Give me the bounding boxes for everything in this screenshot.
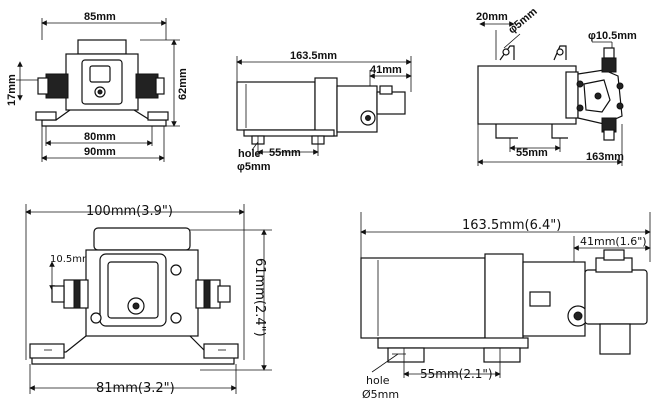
dim-length: 163.5mm xyxy=(290,50,337,62)
front-view-small: 85mm 17mm 62mm 80mm 90mm xyxy=(6,11,189,162)
dim-head-length-large: 41mm(1.6") xyxy=(580,235,647,248)
dim-mount-spacing-large: 55mm(2.1") xyxy=(420,367,493,381)
dim-port-offset: 10.5mm xyxy=(50,254,92,265)
label-hole: hole xyxy=(238,148,261,160)
dim-hole-diameter-large: Ø5mm xyxy=(362,388,399,401)
front-view-large: 100mm(3.9") 61mm(2.4") 10.5mm 81mm(3.2 xyxy=(25,204,272,396)
dim-head-length: 41mm xyxy=(370,64,402,76)
dim-hole-diameter: φ5mm xyxy=(237,161,271,173)
dim-mount-spacing-top: 55mm xyxy=(516,147,548,159)
dim-mount-spacing: 55mm xyxy=(269,147,301,159)
dim-length-large: 163.5mm(6.4") xyxy=(462,218,561,233)
dim-offset-left: 17mm xyxy=(6,74,18,106)
dim-base-width: 90mm xyxy=(84,146,116,158)
side-view-small: 163.5mm 41mm 55mm hole φ5mm xyxy=(236,50,412,173)
dim-mount-span: 80mm xyxy=(84,131,116,143)
side-view-large: 163.5mm(6.4") 41mm(1.6") 55mm(2.1") hole… xyxy=(360,212,651,401)
dim-port-diameter: φ10.5mm xyxy=(588,30,637,42)
dim-offset: 20mm xyxy=(476,11,508,23)
dim-base-width-large: 81mm(3.2") xyxy=(96,381,175,396)
dim-width-overall: 85mm xyxy=(84,11,116,23)
dim-hole-diameter-top: φ5mm xyxy=(506,5,540,36)
top-view: 20mm φ5mm φ10.5mm 55mm xyxy=(476,5,637,166)
dim-length-top: 163mm xyxy=(586,151,624,163)
dim-width-overall-large: 100mm(3.9") xyxy=(86,204,173,219)
dim-height-large: 61mm(2.4") xyxy=(252,258,267,337)
dim-height: 62mm xyxy=(177,68,189,100)
label-hole-large: hole xyxy=(366,374,390,387)
